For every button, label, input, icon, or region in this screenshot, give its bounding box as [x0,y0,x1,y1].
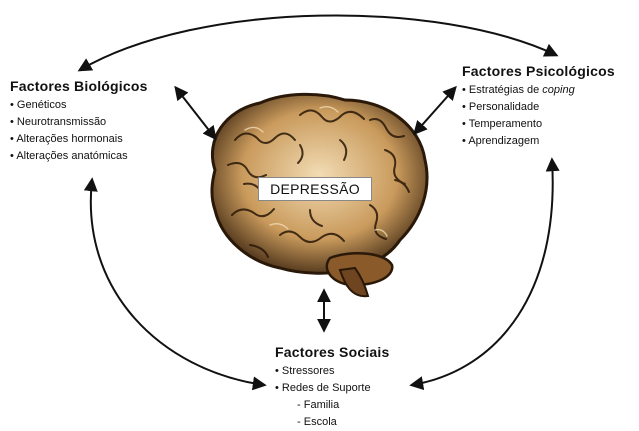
list-item: Alterações hormonais [10,131,148,148]
psychological-factors-block: Factores Psicológicos Estratégias de cop… [462,62,615,150]
list-item: Temperamento [462,116,615,133]
biological-factors-title: Factores Biológicos [10,78,148,94]
list-item: Stressores [275,363,389,380]
arrow-psi-soc [409,157,560,391]
list-subitem: Escola [275,414,389,431]
biological-factors-list: Genéticos Neurotransmissão Alterações ho… [10,97,148,165]
list-item: Estratégias de coping [462,82,615,99]
list-item: Alterações anatómicas [10,148,148,165]
biological-factors-block: Factores Biológicos Genéticos Neurotrans… [10,77,148,165]
list-item: Redes de Suporte [275,380,389,397]
list-item: Personalidade [462,99,615,116]
arrow-bio-soc [83,177,267,391]
social-factors-block: Factores Sociais Stressores Redes de Sup… [275,343,389,431]
center-label-depression: DEPRESSÃO [258,177,372,201]
list-item-italic: coping [542,84,575,96]
list-item: Aprendizagem [462,133,615,150]
list-item: Genéticos [10,97,148,114]
arrow-bio-brain [174,85,217,141]
list-item-text: Estratégias de [468,84,543,96]
arrow-psi-brain [413,85,457,136]
list-subitem: Familia [275,397,389,414]
psychological-factors-list: Estratégias de coping Personalidade Temp… [462,82,615,150]
social-factors-title: Factores Sociais [275,344,390,360]
social-factors-list: Stressores Redes de Suporte Familia Esco… [275,363,389,431]
list-item: Neurotransmissão [10,114,148,131]
arrow-bio-psi [77,14,559,72]
psychological-factors-title: Factores Psicológicos [462,63,615,79]
